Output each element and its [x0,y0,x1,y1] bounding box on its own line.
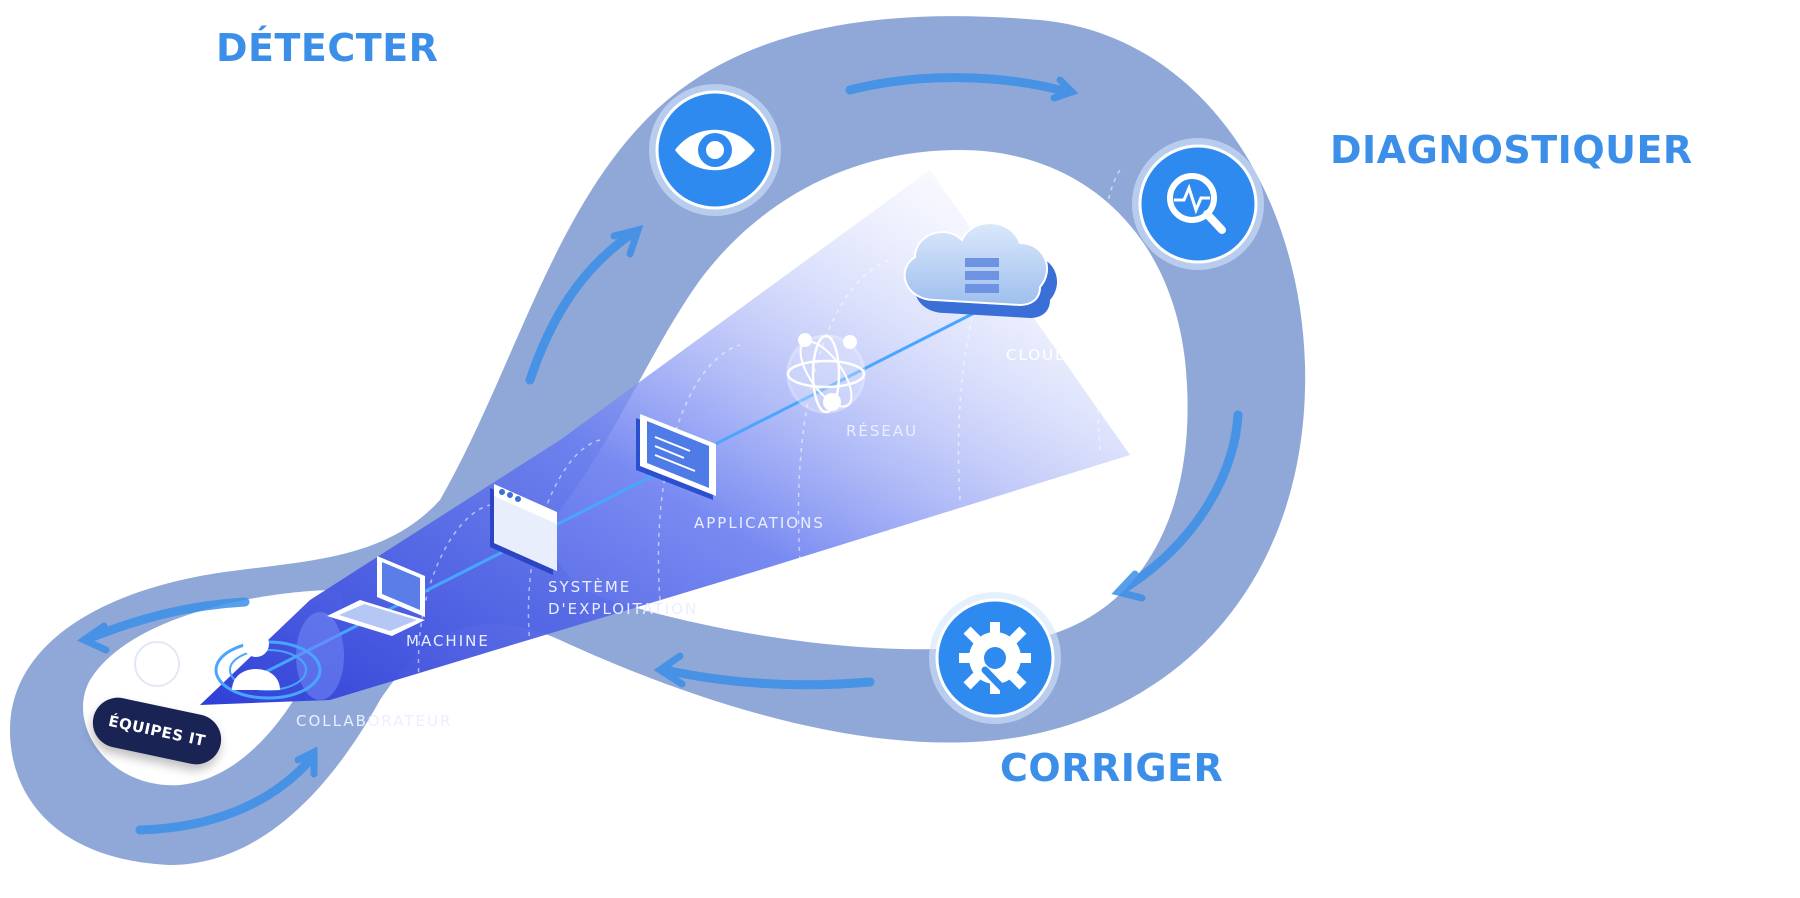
eye-icon [649,84,781,216]
network-icon [786,333,866,414]
cloud-icon [903,222,1058,318]
collaborator-icon [214,631,322,700]
layer-label-machine: MACHINE [406,632,490,650]
phase-label-diagnose: DIAGNOSTIQUER [1330,128,1693,172]
arrow-diagnose-to-fix [1120,410,1243,593]
os-window-icon [490,484,557,575]
arrow-fix-to-loop [660,665,875,690]
applications-icon [636,414,716,500]
layer-label-os-line1: SYSTÈME [548,578,632,596]
layer-label-applications: APPLICATIONS [694,514,825,532]
phase-label-fix: CORRIGER [1000,746,1224,790]
gear-wrench-icon [929,592,1061,724]
layer-label-os-line2: D'EXPLOITATION [548,600,699,618]
arrow-detect-to-diagnose [845,73,1065,95]
arrow-left-lower [135,755,315,835]
it-team-label: ÉQUIPES IT [106,711,208,751]
pulse-search-icon [1132,138,1264,270]
layer-label-collaborator: COLLABORATEUR [296,712,453,730]
flow-arrows [76,73,1243,835]
laptop-icon [327,556,425,636]
phase-label-detect: DÉTECTER [216,26,439,70]
arrow-left-upper [85,597,250,643]
layer-label-cloud: CLOUD [1006,346,1069,364]
layer-label-network: RÉSEAU [846,422,919,440]
arrow-to-detect [525,230,635,385]
